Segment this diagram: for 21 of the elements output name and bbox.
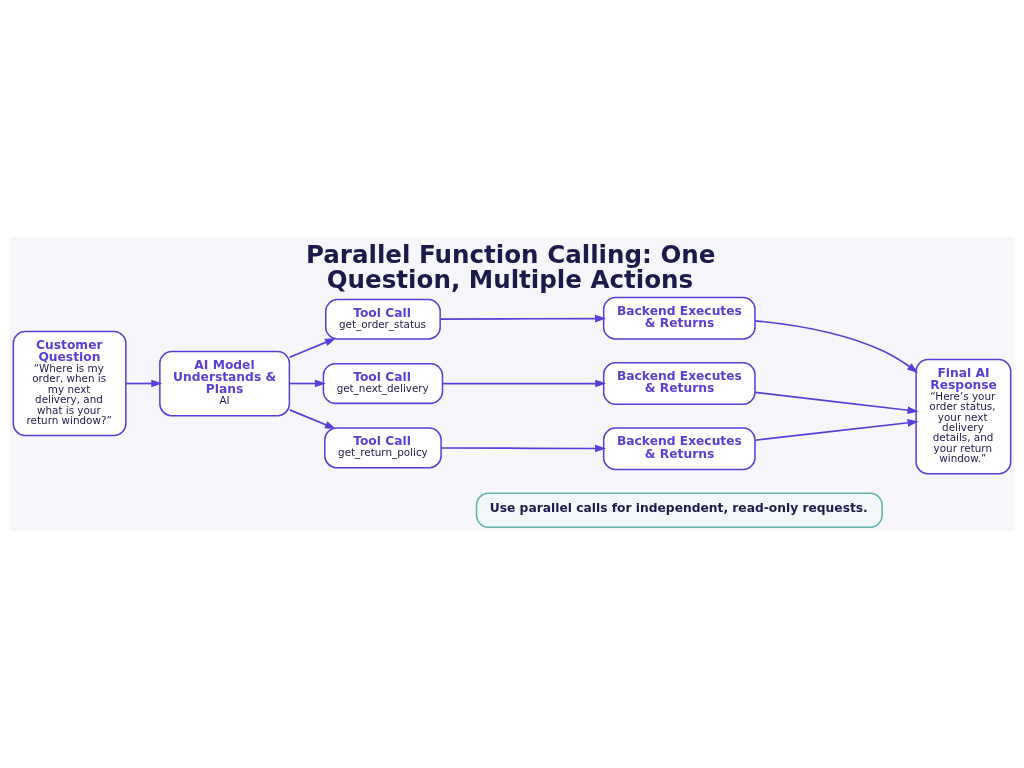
node-box: Customer Question “Where is my order, when is my next delivery, and what is your return window?” xyxy=(12,330,127,437)
diagram-title: Parallel Function Calling: One Question, Multiple Actions xyxy=(305,240,716,294)
arrow xyxy=(439,314,607,323)
arrow xyxy=(441,379,607,388)
arrow xyxy=(754,419,919,442)
arrow xyxy=(288,409,336,429)
node-box: AI Model Understands & Plans AI xyxy=(159,350,291,417)
node-box: Tool Call get_return_policy xyxy=(324,427,442,469)
node-box: Tool Call get_next_delivery xyxy=(322,362,444,405)
node-box: Backend Executes & Returns xyxy=(602,427,756,471)
arrow xyxy=(440,444,607,453)
node-box: Use parallel calls for independent, read-only requests. xyxy=(475,492,883,528)
arrow xyxy=(125,379,163,388)
arrow xyxy=(754,391,919,414)
arrow xyxy=(288,379,326,388)
arrow xyxy=(754,319,919,374)
node-box: Final AI Response “Here’s your order status, your next delivery details, and your return window.” xyxy=(915,358,1012,475)
arrow xyxy=(288,338,336,359)
node-box: Tool Call get_order_status xyxy=(325,298,441,340)
node-box: Backend Executes & Returns xyxy=(602,361,756,406)
node-box: Backend Executes & Returns xyxy=(602,296,756,340)
